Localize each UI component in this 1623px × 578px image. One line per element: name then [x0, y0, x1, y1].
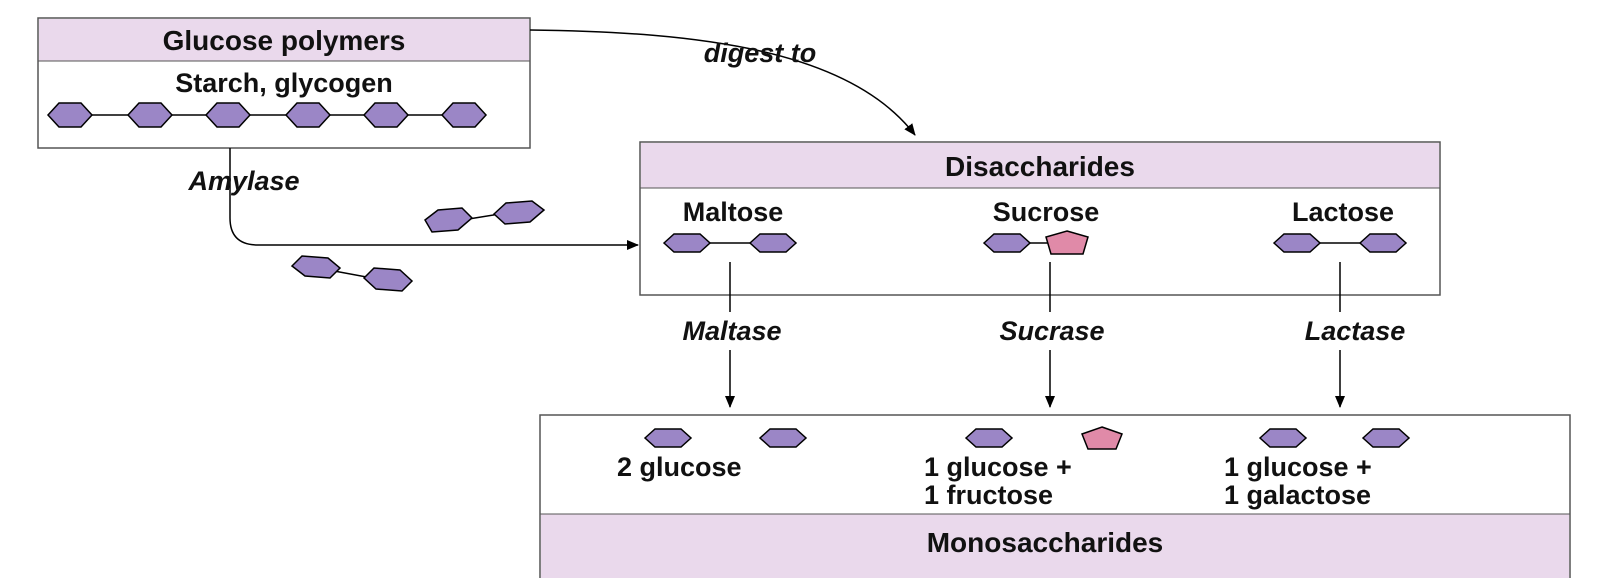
glucose-chain-icon: [46, 102, 488, 128]
glucose-galactose-icon: [1258, 428, 1411, 448]
sucrose-label: Sucrose: [993, 197, 1100, 227]
maltose-icon: [662, 233, 798, 253]
product-fructose-line1: 1 glucose +: [924, 452, 1072, 482]
sucrose-icon: [982, 230, 1089, 255]
monosaccharides-header: Monosaccharides: [927, 527, 1164, 558]
monosaccharides-box: 2 glucose 1 glucose + 1 fructose 1 gluco…: [539, 414, 1571, 578]
glucose-fructose-icon: [964, 426, 1123, 450]
glucose-pair-icon: [643, 428, 808, 448]
product-galactose-line1: 1 glucose +: [1224, 452, 1372, 482]
lactase-label: Lactase: [1305, 316, 1406, 346]
amylase-label: Amylase: [187, 166, 299, 196]
disaccharides-box: Disaccharides Maltose Sucrose Lactose: [639, 141, 1441, 296]
product-fructose-line2: 1 fructose: [924, 480, 1053, 510]
glucose-polymers-box: Glucose polymers Starch, glycogen: [37, 17, 531, 149]
amylase-arrow: [229, 148, 639, 250]
product-galactose-line2: 1 galactose: [1224, 480, 1371, 510]
maltose-fragment-icon-2: [290, 255, 414, 292]
maltose-fragment-icon: [424, 200, 546, 233]
digest-arrow: [529, 29, 916, 136]
digest-to-label: digest to: [704, 38, 817, 68]
sucrase-label: Sucrase: [999, 316, 1104, 346]
maltose-label: Maltose: [683, 197, 784, 227]
product-glucose-line1: 2 glucose: [617, 452, 742, 482]
lactose-label: Lactose: [1292, 197, 1394, 227]
glucose-polymers-header: Glucose polymers: [163, 25, 406, 56]
lactose-icon: [1272, 233, 1408, 253]
starch-glycogen-label: Starch, glycogen: [175, 68, 393, 98]
maltase-label: Maltase: [682, 316, 781, 346]
disaccharides-header: Disaccharides: [945, 151, 1135, 182]
